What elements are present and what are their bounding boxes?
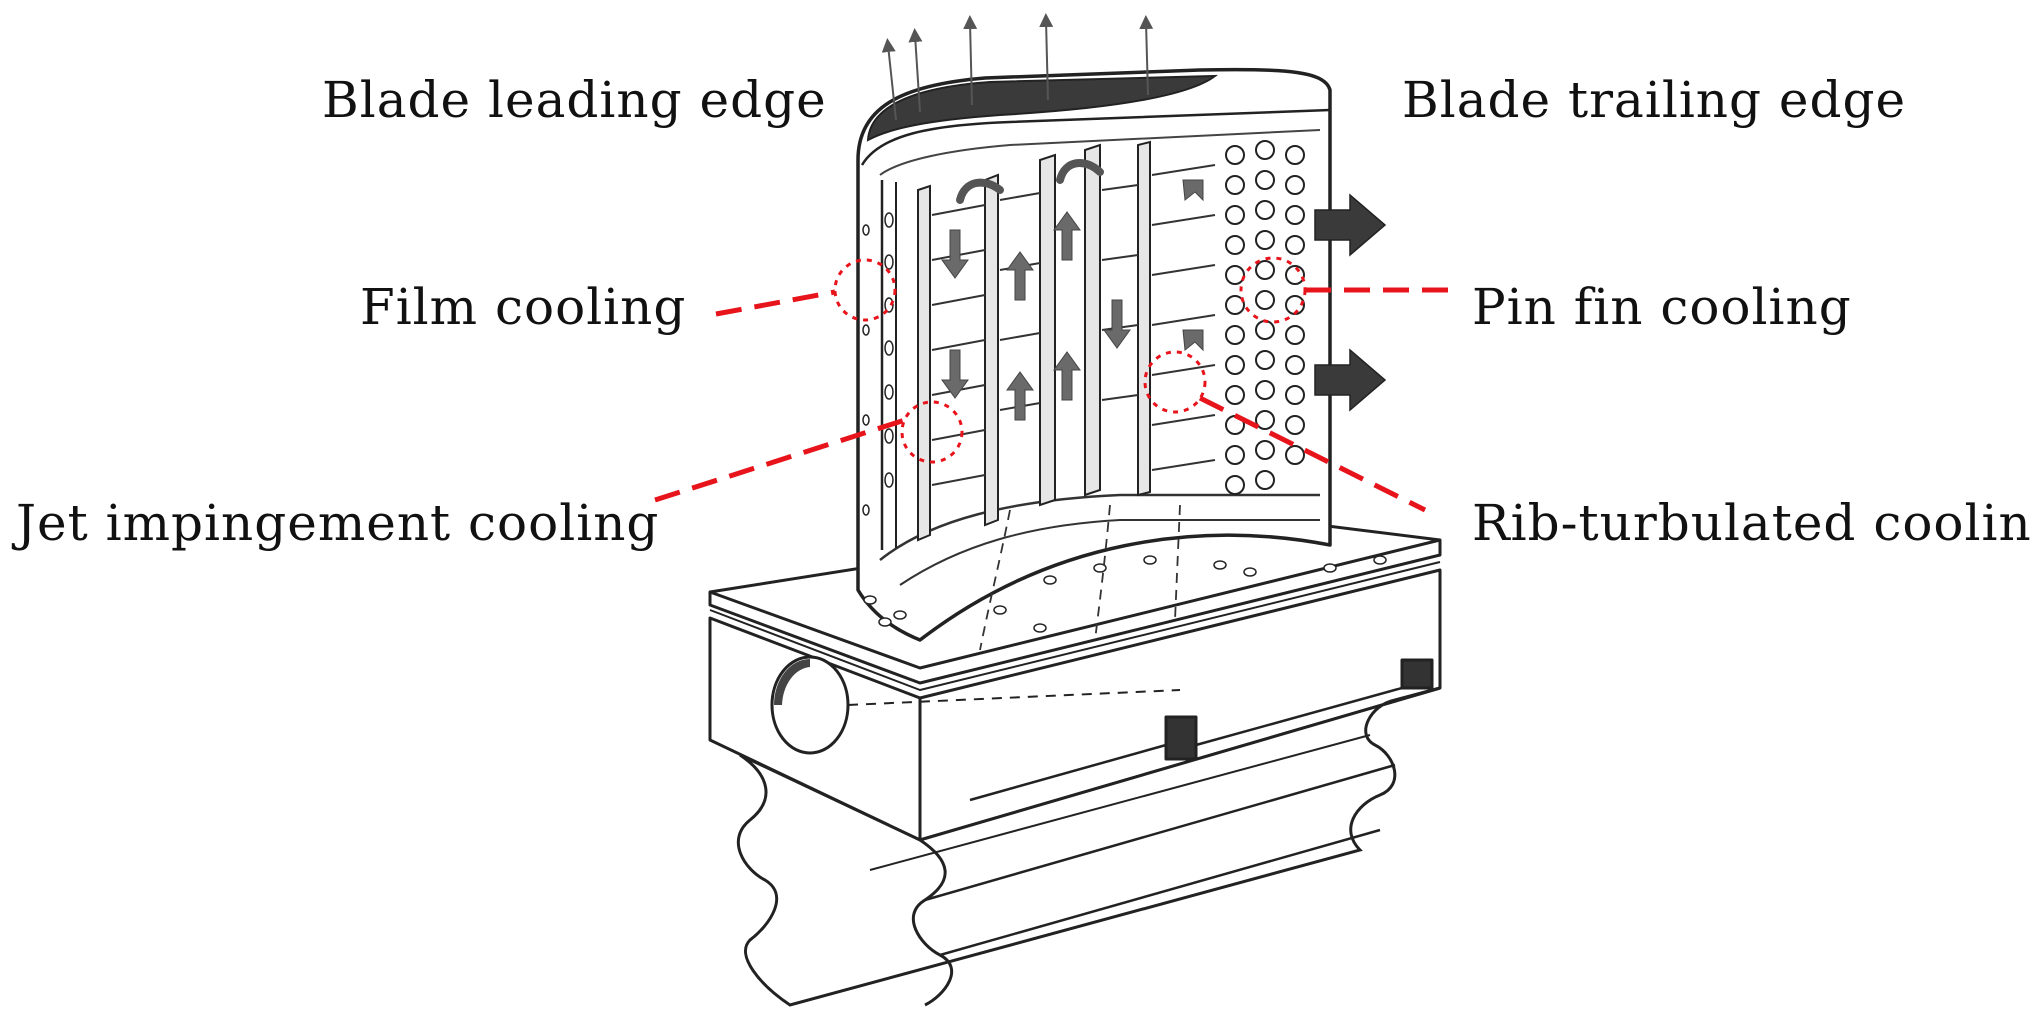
rib-turbulated-callout-circle: [1143, 350, 1207, 414]
trailing-exit-arrow-2: [1314, 348, 1387, 412]
jet-impingement-cooling-label: Jet impingement cooling: [16, 494, 660, 552]
pin-fins: [1225, 140, 1305, 495]
blade-leading-edge-label: Blade leading edge: [322, 71, 827, 129]
rib-turbulated-cooling-label: Rib-turbulated cooling: [1472, 494, 2034, 552]
film-cooling-label: Film cooling: [360, 278, 687, 336]
rib-turbulated-leader: [1198, 395, 1427, 513]
pin-fin-cooling-label: Pin fin cooling: [1472, 278, 1852, 336]
trailing-exit-arrow-1: [1314, 193, 1387, 257]
airfoil-body: [856, 13, 1387, 651]
jet-impingement-leader: [654, 417, 906, 503]
film-cooling-callout-circle: [833, 258, 897, 322]
fir-tree-root: [736, 686, 1441, 1007]
film-cooling-leader: [715, 289, 836, 317]
jet-impingement-callout-circle: [900, 400, 964, 464]
blade-platform: [708, 510, 1442, 842]
blade-trailing-edge-label: Blade trailing edge: [1402, 71, 1907, 129]
